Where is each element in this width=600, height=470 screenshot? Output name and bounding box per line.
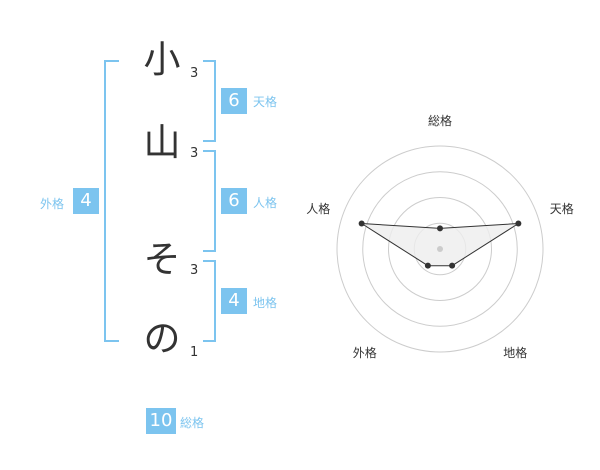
radar-ring: [388, 197, 492, 301]
gaikaku-bracket: [104, 60, 119, 342]
jinkaku-bracket: [203, 150, 216, 252]
tenkaku-label: 天格: [253, 95, 278, 109]
radar-axis-label-3: 地格: [503, 345, 528, 360]
soukaku-value: 10: [146, 408, 176, 434]
gaikaku-label: 外格: [40, 197, 65, 211]
soukaku-label: 総格: [180, 416, 205, 430]
radar-ring: [336, 145, 544, 353]
radar-polygon: [361, 223, 519, 267]
name-char-4: の: [143, 317, 181, 360]
stroke-count-4: 1: [190, 345, 199, 360]
stroke-count-2: 3: [190, 146, 199, 161]
radar-axis-label-5: 人格: [306, 202, 331, 217]
chikaku-value: 4: [221, 288, 247, 314]
stroke-count-3: 3: [190, 263, 199, 278]
jinkaku-value: 6: [221, 188, 247, 214]
name-char-3: そ: [143, 238, 181, 281]
gaikaku-value: 4: [73, 188, 99, 214]
chikaku-label: 地格: [253, 296, 278, 310]
tenkaku-value: 6: [221, 88, 247, 114]
chikaku-bracket: [203, 260, 216, 342]
tenkaku-bracket: [203, 60, 216, 142]
radar-point-2: [515, 220, 522, 227]
stroke-count-1: 3: [190, 66, 199, 81]
radar-point-3: [449, 262, 456, 269]
name-char-1: 小: [143, 38, 181, 81]
name-char-2: 山: [143, 121, 181, 164]
radar-ring: [362, 171, 518, 327]
radar-axis-label-1: 総格: [428, 114, 453, 128]
radar-center-dot: [437, 246, 443, 252]
jinkaku-label: 人格: [253, 196, 278, 210]
radar-axis-label-4: 外格: [352, 345, 377, 360]
radar-point-5: [358, 220, 365, 227]
radar-point-1: [437, 225, 443, 232]
radar-point-4: [424, 262, 431, 269]
radar-axis-label-2: 天格: [549, 202, 574, 217]
